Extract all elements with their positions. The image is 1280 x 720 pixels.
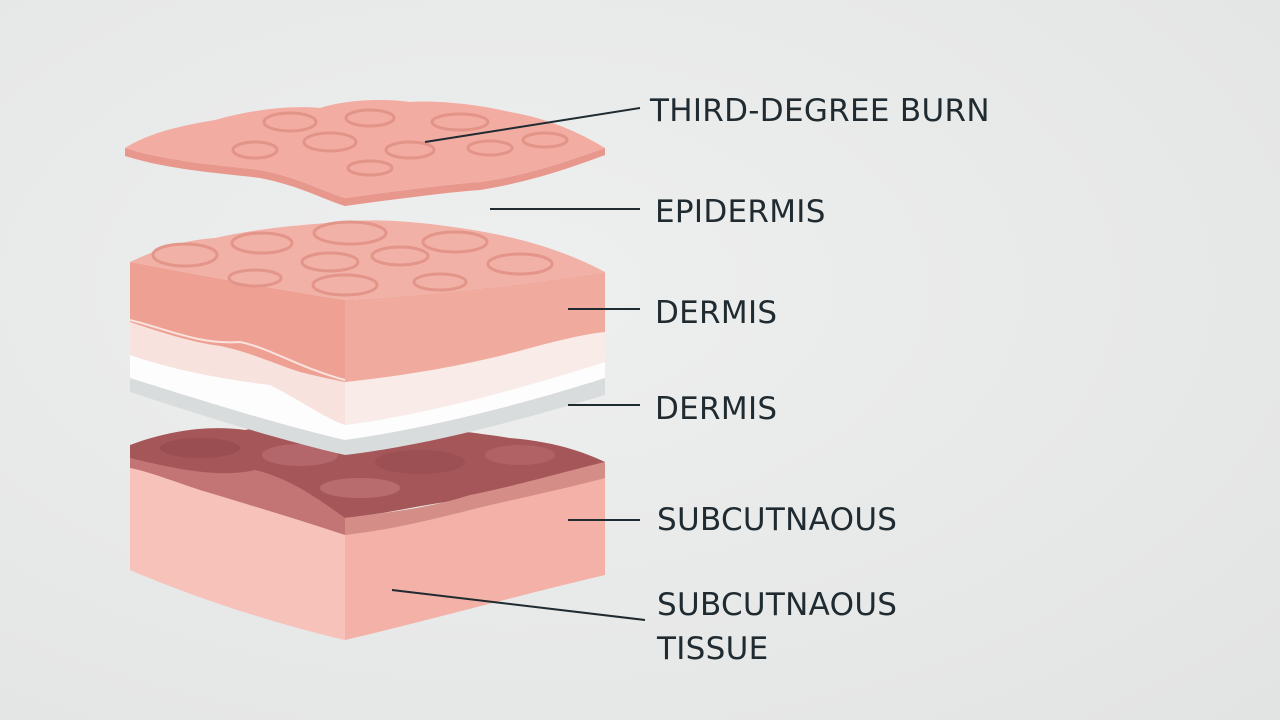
label-dermis-upper: DERMIS — [655, 295, 778, 331]
pale-layer-right — [345, 330, 605, 425]
label-dermis-lower: DERMIS — [655, 391, 778, 427]
dark-spot — [485, 445, 555, 465]
burn-sheet-blisters — [231, 108, 569, 177]
leader-line-burn — [424, 107, 641, 143]
burn-sheet — [125, 100, 605, 206]
burn-sheet-underside — [125, 148, 605, 206]
dermis-pits — [151, 220, 554, 297]
white-band — [130, 355, 605, 440]
label-subcutaneous-tissue-line2: TISSUE — [657, 631, 769, 667]
label-subcutaneous-tissue-line1: SUBCUTNAOUS — [657, 587, 898, 623]
dermis-front-face — [130, 262, 345, 382]
leader-line-subcutaneous-tissue — [391, 589, 646, 621]
pale-layer-front — [130, 320, 345, 425]
label-subcutaneous: SUBCUTNAOUS — [657, 502, 898, 538]
dark-spot — [160, 438, 240, 458]
burn-sheet-top — [125, 100, 605, 198]
dark-layer-right-edge — [345, 462, 605, 535]
dark-spot — [375, 450, 465, 474]
leader-lines — [391, 107, 646, 621]
dermis-right-face — [345, 272, 605, 382]
dermis-block — [129, 220, 605, 455]
subcutaneous-front-face — [130, 455, 345, 640]
label-epidermis: EPIDERMIS — [655, 194, 826, 230]
dermis-wave-separator — [129, 319, 346, 381]
dark-layer-front-edge — [130, 458, 345, 535]
dark-spot — [262, 444, 338, 466]
label-subcutaneous-tissue: SUBCUTNAOUS TISSUE — [657, 583, 897, 671]
subcutaneous-block — [130, 425, 605, 640]
dark-spot — [320, 478, 400, 498]
shadow-band — [130, 372, 605, 455]
label-third-degree-burn: THIRD-DEGREE BURN — [650, 93, 990, 129]
